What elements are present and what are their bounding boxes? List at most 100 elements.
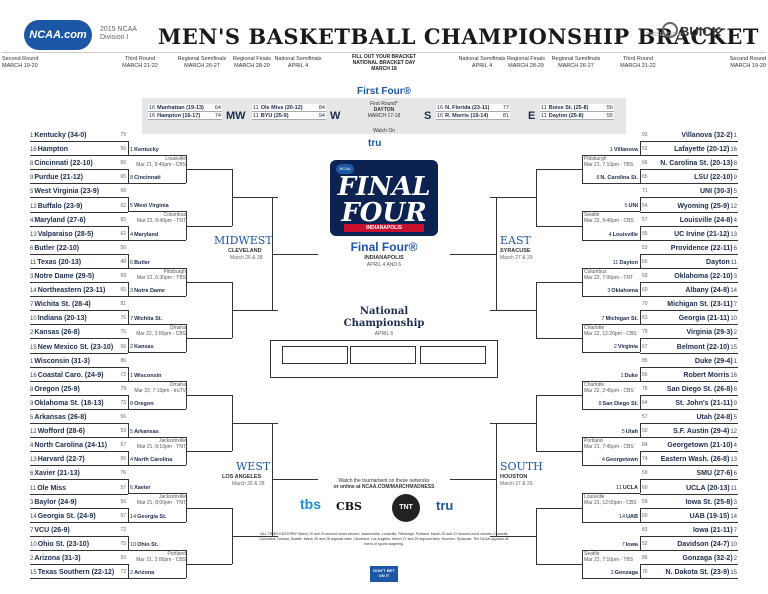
final-four-left-slot[interactable] xyxy=(282,346,348,364)
round2-team[interactable]: 6Butler xyxy=(130,260,150,266)
round2-team[interactable]: 7Iowa xyxy=(584,542,638,548)
team-entry[interactable]: 5Arkansas (26-8)56 xyxy=(30,413,126,422)
round2-team[interactable]: 2Virginia xyxy=(584,344,638,350)
team-entry[interactable]: 14Northeastern (23-11)65 xyxy=(30,286,126,295)
team-entry[interactable]: 12Wofford (28-6)53 xyxy=(30,427,126,436)
round2-team[interactable]: 7Michigan St. xyxy=(584,316,638,322)
round2-team[interactable]: 5Utah xyxy=(584,429,638,435)
watch-url[interactable]: or online at NCAA.COM/MARCHMADNESS xyxy=(333,484,435,490)
round2-team[interactable]: 2Gonzaga xyxy=(584,570,638,576)
team-entry[interactable]: 4Maryland (27-6)65 xyxy=(30,216,126,225)
round2-team[interactable]: 7Wichita St. xyxy=(130,316,162,322)
round2-team[interactable]: 5Arkansas xyxy=(130,429,159,435)
team-entry[interactable]: 14Georgia St. (24-9)57 xyxy=(30,512,126,521)
round2-team[interactable]: 3Oklahoma xyxy=(584,288,638,294)
round2-team[interactable]: 4North Carolina xyxy=(130,457,172,463)
round2-team[interactable]: 5UNI xyxy=(584,203,638,209)
team-entry[interactable]: 2Arizona (31-3)93 xyxy=(30,554,126,563)
round2-team[interactable]: 1Duke xyxy=(584,373,638,379)
round2-team[interactable]: 14UAB xyxy=(584,514,638,520)
round2-team[interactable]: 1Kentucky xyxy=(130,147,159,153)
round2-team[interactable]: 14Georgia St. xyxy=(130,514,166,520)
round2-team[interactable]: 5West Virginia xyxy=(130,203,169,209)
team-entry[interactable]: 8Oregon (25-9)79 xyxy=(30,385,126,394)
team-entry[interactable]: 15Texas Southern (22-12)72 xyxy=(30,568,126,577)
team-entry[interactable]: 11Texas (20-13)48 xyxy=(30,258,126,267)
round2-team[interactable]: 11UCLA xyxy=(584,485,638,491)
team-entry[interactable]: 7Wichita St. (28-4)81 xyxy=(30,300,126,309)
team-entry[interactable]: 7VCU (26-9)72 xyxy=(30,526,126,535)
round2-team[interactable]: 2Arizona xyxy=(130,570,154,576)
final-four-right-slot[interactable] xyxy=(420,346,486,364)
round2-team[interactable]: 8San Diego St. xyxy=(584,401,638,407)
team-entry[interactable]: 6Xavier (21-13)76 xyxy=(30,469,126,478)
team-entry[interactable]: 9Purdue (21-12)65 xyxy=(30,173,126,182)
round2-team[interactable]: 4Georgetown xyxy=(584,457,638,463)
team-entry[interactable]: 13Valparaiso (28-5)62 xyxy=(30,230,126,239)
team-entry[interactable]: 10Indiana (20-13)76 xyxy=(30,314,126,323)
round2-team[interactable]: 8N. Carolina St. xyxy=(584,175,638,181)
round2-team[interactable]: 8Cincinnati xyxy=(130,175,161,181)
team-entry[interactable]: 3Notre Dame (29-5)69 xyxy=(30,272,126,281)
round2-team[interactable]: 2Kansas xyxy=(130,344,154,350)
round2-team[interactable]: 4Louisville xyxy=(584,232,638,238)
team-entry[interactable]: 16Coastal Caro. (24-9)72 xyxy=(30,371,126,380)
round2-team[interactable]: 6Xavier xyxy=(130,485,151,491)
team-entry[interactable]: 1Wisconsin (31-3)86 xyxy=(30,357,126,366)
champion-slot[interactable] xyxy=(350,346,416,364)
team-entry[interactable]: 2Kansas (26-8)75 xyxy=(30,328,126,337)
team-entry[interactable]: 15New Mexico St. (23-10)56 xyxy=(30,343,126,352)
round2-team[interactable]: 1Wisconsin xyxy=(130,373,162,379)
round2-team[interactable]: 3Notre Dame xyxy=(130,288,165,294)
round2-team[interactable]: 4Maryland xyxy=(130,232,158,238)
team-entry[interactable]: 13Harvard (22-7)65 xyxy=(30,455,126,464)
round2-team[interactable]: 8Oregon xyxy=(130,401,154,407)
team-entry[interactable]: 9Oklahoma St. (18-13)73 xyxy=(30,399,126,408)
team-entry[interactable]: 1Kentucky (34-0)79 xyxy=(30,131,126,140)
team-entry[interactable]: 3Baylor (24-9)56 xyxy=(30,498,126,507)
round2-team[interactable]: 10Ohio St. xyxy=(130,542,158,548)
team-entry[interactable]: 6Butler (22-10)56 xyxy=(30,244,126,253)
team-entry[interactable]: 10Ohio St. (23-10)75 xyxy=(30,540,126,549)
